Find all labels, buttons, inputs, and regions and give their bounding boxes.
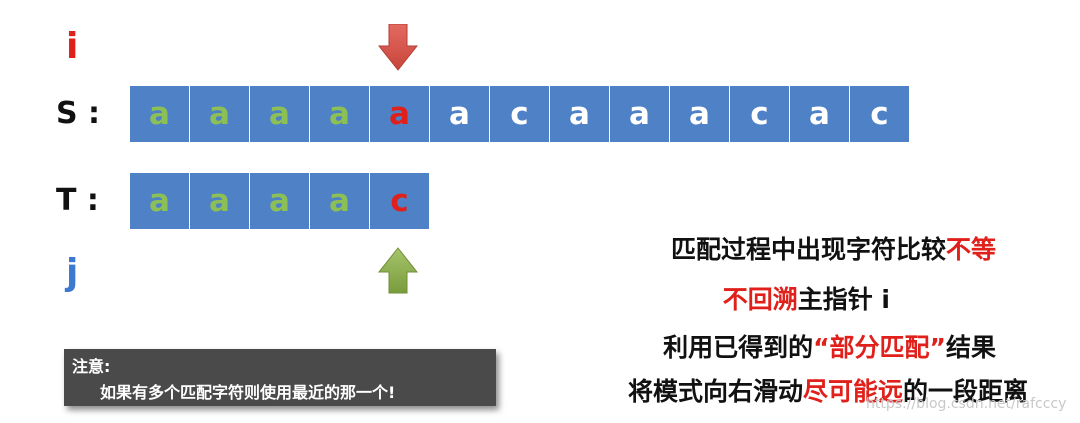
string-s-label: S : bbox=[56, 96, 101, 131]
pattern-t-label: T : bbox=[56, 183, 99, 218]
note-body: 如果有多个匹配字符则使用最近的那一个! bbox=[100, 383, 396, 402]
s-cell: a bbox=[430, 86, 489, 142]
watermark: https://blog.csdn.net/rafcccy bbox=[866, 396, 1067, 412]
note-title: 注意: bbox=[72, 357, 111, 376]
pattern-string-row: a a a a c bbox=[130, 173, 430, 229]
no-backtrack-text: 不回溯主指针 i bbox=[722, 285, 890, 314]
s-cell: c bbox=[850, 86, 909, 142]
note-box: 注意: 如果有多个匹配字符则使用最近的那一个! bbox=[64, 349, 496, 406]
s-cell: a bbox=[670, 86, 729, 142]
s-cell: a bbox=[190, 86, 249, 142]
pointer-i-label: i bbox=[66, 26, 79, 67]
t-cell: a bbox=[250, 173, 309, 229]
s-cell: a bbox=[790, 86, 849, 142]
s-cell: c bbox=[730, 86, 789, 142]
s-cell: a bbox=[550, 86, 609, 142]
s-cell: a bbox=[370, 86, 429, 142]
s-cell: c bbox=[490, 86, 549, 142]
slide-pattern-text: 将模式向右滑动尽可能远的一段距离 bbox=[627, 377, 1028, 406]
pointer-j-label: j bbox=[66, 252, 79, 293]
mismatch-text: 匹配过程中出现字符比较不等 bbox=[670, 235, 996, 264]
down-arrow-icon bbox=[378, 24, 418, 71]
up-arrow-icon bbox=[378, 247, 418, 294]
t-cell: a bbox=[310, 173, 369, 229]
t-cell: a bbox=[130, 173, 189, 229]
s-cell: a bbox=[610, 86, 669, 142]
s-cell: a bbox=[250, 86, 309, 142]
s-cell: a bbox=[310, 86, 369, 142]
t-cell: c bbox=[370, 173, 429, 229]
main-string-row: a a a a a a c a a a c a c bbox=[130, 86, 910, 142]
t-cell: a bbox=[190, 173, 249, 229]
s-cell: a bbox=[130, 86, 189, 142]
partial-match-text: 利用已得到的“部分匹配”结果 bbox=[663, 333, 996, 362]
